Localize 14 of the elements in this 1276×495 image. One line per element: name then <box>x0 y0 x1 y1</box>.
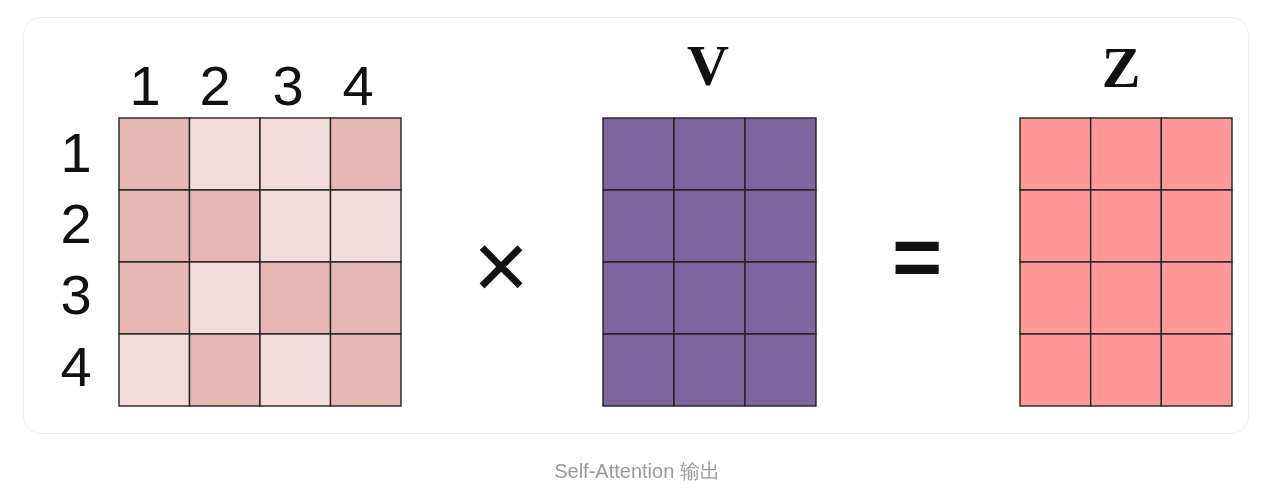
row-number: 4 <box>60 339 92 395</box>
matrix-grid <box>118 117 402 407</box>
caption: Self-Attention 输出 <box>554 461 720 481</box>
column-number: 1 <box>129 58 161 114</box>
column-number: 2 <box>199 58 231 114</box>
operator-sign: = <box>891 213 943 299</box>
row-number: 3 <box>60 267 92 323</box>
column-number: 3 <box>272 58 304 114</box>
column-number: 4 <box>342 58 374 114</box>
matrix-label: V <box>687 37 729 95</box>
operator-sign: × <box>472 218 530 314</box>
matrix-label: Z <box>1101 39 1141 97</box>
row-number: 2 <box>60 196 92 252</box>
row-number: 1 <box>60 125 92 181</box>
